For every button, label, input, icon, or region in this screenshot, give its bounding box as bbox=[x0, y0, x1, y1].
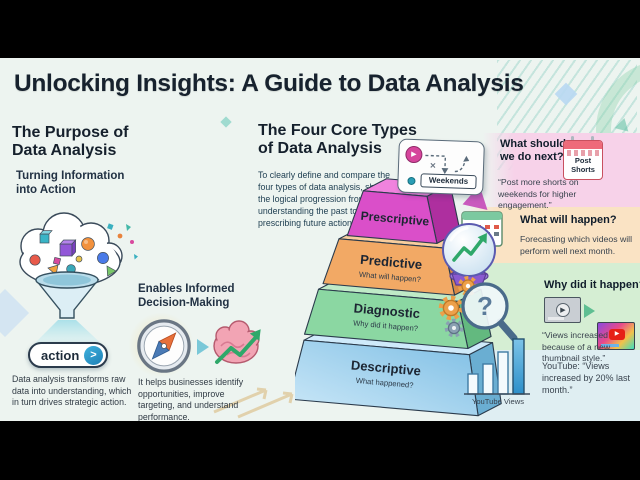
decision-description: It helps businesses identify opportuniti… bbox=[138, 377, 244, 421]
purpose-subheading: Turning Information into Action bbox=[16, 170, 125, 196]
callout-predictive-text: Forecasting which videos will perform we… bbox=[520, 234, 633, 256]
infographic-canvas: Unlocking Insights: A Guide to Data Anal… bbox=[0, 58, 640, 421]
svg-text:?: ? bbox=[477, 291, 493, 321]
compass-icon bbox=[137, 319, 191, 373]
post-shorts-calendar-icon: Post Shorts bbox=[563, 136, 603, 180]
chevron-right-icon: > bbox=[84, 345, 103, 365]
crystal-ball-icon bbox=[442, 211, 503, 286]
action-button-label: action bbox=[41, 347, 80, 363]
letterbox-top bbox=[0, 0, 640, 58]
play-icon: ▶ bbox=[405, 145, 423, 164]
x-mark-icon: × bbox=[429, 160, 437, 172]
decision-heading: Enables Informed Decision-Making bbox=[138, 283, 235, 309]
four-types-description: To clearly define and compare the four t… bbox=[258, 170, 398, 228]
purpose-description: Data analysis transforms raw data into u… bbox=[12, 374, 132, 408]
youtube-play-icon: ▶ bbox=[609, 329, 625, 340]
pyramid-level-2-label: Predictive bbox=[360, 252, 423, 272]
start-dot-icon bbox=[407, 176, 416, 186]
callout-diagnostic-heading: Why did it happen? bbox=[544, 279, 640, 291]
views-bar-chart: YouTube Views bbox=[464, 338, 530, 406]
pyramid-level-3-label: Diagnostic bbox=[353, 300, 421, 321]
arrow-right-icon bbox=[584, 304, 595, 318]
callout-prescriptive-heading: What should we do next? bbox=[500, 138, 566, 163]
arrow-right-icon bbox=[197, 339, 209, 355]
magnifier-gears-icon: ? bbox=[438, 276, 518, 342]
callout-diagnostic-quote: “Views increased because of a new thumbn… bbox=[542, 330, 611, 364]
cloud-funnel-illustration bbox=[19, 212, 138, 350]
callout-descriptive-text: YouTube: “Views increased by 20% last mo… bbox=[542, 361, 631, 395]
play-icon: ▶ bbox=[556, 303, 570, 317]
callout-prescriptive-quote: “Post more shorts on weekends for higher… bbox=[498, 177, 579, 211]
gold-arrows-decoration bbox=[213, 387, 294, 419]
pyramid-level-1-label: Prescriptive bbox=[360, 209, 430, 229]
calendar-label: Post Shorts bbox=[571, 156, 595, 174]
prescriptive-flow-card: ▶ × Weekends bbox=[397, 138, 485, 196]
funnel bbox=[34, 271, 100, 319]
old-thumbnail-icon: ▶ bbox=[544, 297, 581, 323]
weekends-label: Weekends bbox=[420, 173, 477, 190]
diamond-decoration-2 bbox=[220, 116, 232, 128]
brain-growth-icon bbox=[213, 320, 261, 364]
band-prescriptive bbox=[483, 133, 640, 207]
pyramid-level-4-label: Descriptive bbox=[350, 357, 421, 378]
new-thumbnail-icon: ▶ bbox=[597, 322, 635, 350]
action-button: action > bbox=[28, 342, 108, 368]
callout-predictive-heading: What will happen? bbox=[520, 214, 617, 226]
flow-path-icon bbox=[425, 154, 470, 175]
calendar-header bbox=[564, 141, 602, 149]
purpose-heading: The Purpose of Data Analysis bbox=[12, 124, 129, 159]
calendar-dots bbox=[567, 150, 599, 156]
four-types-heading: The Four Core Types of Data Analysis bbox=[258, 122, 417, 157]
bar-chart-caption: YouTube Views bbox=[472, 397, 524, 406]
page-title: Unlocking Insights: A Guide to Data Anal… bbox=[14, 70, 524, 97]
analysis-pyramid: Prescriptive Predictive What will happen… bbox=[295, 178, 502, 417]
letterbox-bottom bbox=[0, 421, 640, 480]
